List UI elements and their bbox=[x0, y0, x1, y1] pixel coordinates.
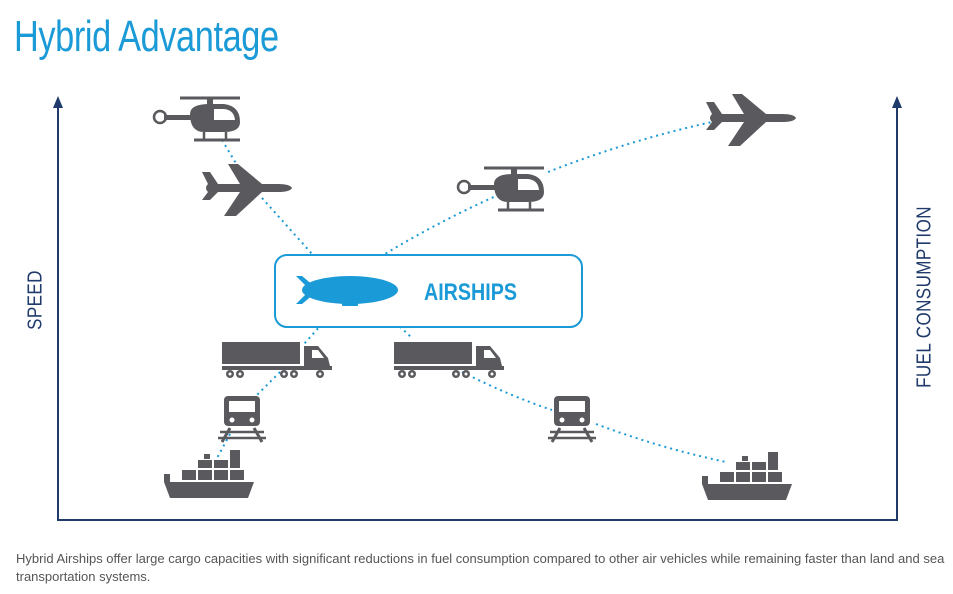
truck-icon bbox=[394, 342, 504, 378]
truck-icon bbox=[222, 342, 332, 378]
cargo-ship-icon bbox=[164, 450, 254, 498]
speed-axis bbox=[53, 96, 63, 520]
airplane-icon bbox=[202, 164, 292, 216]
airships-highlight-box bbox=[274, 254, 583, 328]
fuel-consumption-axis-label: FUEL CONSUMPTION bbox=[913, 206, 936, 388]
train-icon bbox=[216, 394, 268, 444]
page-title: Hybrid Advantage bbox=[14, 12, 279, 61]
train-icon bbox=[546, 394, 598, 444]
speed-axis-label: SPEED bbox=[24, 270, 47, 330]
airship-icon bbox=[296, 276, 398, 306]
helicopter-icon bbox=[152, 96, 242, 142]
fuel-axis bbox=[892, 96, 902, 520]
cargo-ship-icon bbox=[702, 452, 792, 500]
caption-text: Hybrid Airships offer large cargo capaci… bbox=[16, 551, 945, 584]
airplane-icon bbox=[706, 94, 796, 146]
helicopter-icon bbox=[456, 166, 546, 212]
airships-label: AIRSHIPS bbox=[424, 279, 517, 306]
